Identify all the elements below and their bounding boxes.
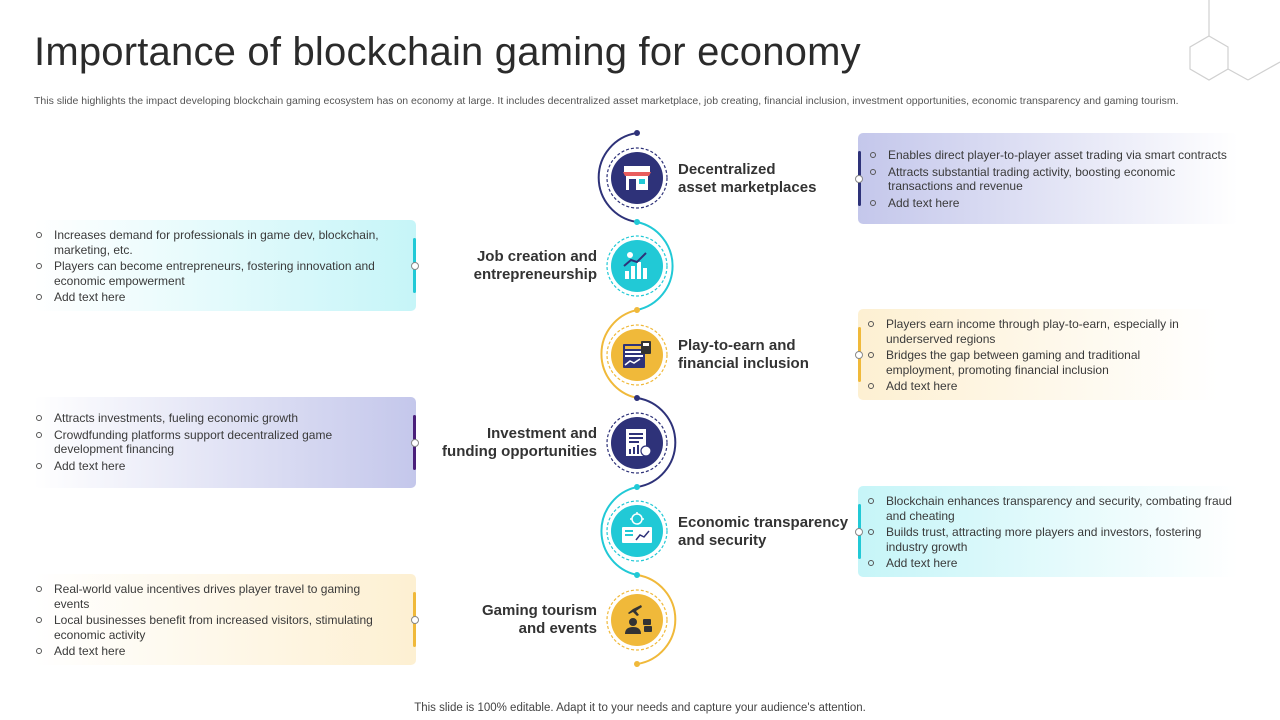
list-item: Add text here bbox=[34, 290, 392, 305]
list-item: Blockchain enhances transparency and sec… bbox=[866, 494, 1234, 523]
list-item: Attracts investments, fueling economic g… bbox=[34, 411, 392, 426]
spine-dot bbox=[634, 572, 640, 578]
detail-box-job-creation: Increases demand for professionals in ga… bbox=[34, 220, 419, 311]
investment-report-icon bbox=[606, 412, 668, 474]
spine-arc-5 bbox=[600, 486, 638, 576]
spine-dot bbox=[634, 219, 640, 225]
spine-arc-3 bbox=[600, 309, 638, 399]
detail-box-investment-funding: Attracts investments, fueling economic g… bbox=[34, 397, 419, 488]
travel-person-icon bbox=[606, 589, 668, 651]
financial-calculator-icon bbox=[606, 324, 668, 386]
list-item: Increases demand for professionals in ga… bbox=[34, 228, 392, 257]
list-item: Crowdfunding platforms support decentral… bbox=[34, 428, 392, 457]
list-item: Add text here bbox=[34, 459, 392, 474]
connector-dot bbox=[855, 174, 863, 183]
store-icon bbox=[606, 147, 668, 209]
bullet-list: Real-world value incentives drives playe… bbox=[34, 582, 392, 659]
footer-note: This slide is 100% editable. Adapt it to… bbox=[414, 702, 866, 714]
detail-box-play-to-earn: Players earn income through play-to-earn… bbox=[855, 309, 1218, 400]
bullet-list: Players earn income through play-to-earn… bbox=[866, 317, 1208, 394]
bullet-list: Attracts investments, fueling economic g… bbox=[34, 411, 392, 473]
spine-dot bbox=[634, 484, 640, 490]
growth-chart-icon bbox=[606, 235, 668, 297]
node-economic-transparency bbox=[606, 500, 668, 562]
node-decentralized-marketplaces bbox=[606, 147, 668, 209]
list-item: Builds trust, attracting more players an… bbox=[866, 525, 1234, 554]
list-item: Enables direct player-to-player asset tr… bbox=[868, 148, 1228, 163]
connector-dot bbox=[411, 261, 419, 270]
list-item: Players can become entrepreneurs, foster… bbox=[34, 259, 392, 288]
list-item: Add text here bbox=[866, 556, 1234, 571]
bullet-list: Enables direct player-to-player asset tr… bbox=[868, 148, 1228, 210]
list-item: Bridges the gap between gaming and tradi… bbox=[866, 348, 1208, 377]
node-job-creation bbox=[606, 235, 668, 297]
detail-box-gaming-tourism: Real-world value incentives drives playe… bbox=[34, 574, 419, 665]
hexagon-decoration-icon bbox=[1189, 0, 1280, 81]
spine-arc-4 bbox=[636, 397, 677, 488]
list-item: Real-world value incentives drives playe… bbox=[34, 582, 392, 611]
spine-arc-1 bbox=[597, 132, 638, 223]
list-item: Add text here bbox=[34, 644, 392, 659]
spine-arc-6 bbox=[636, 574, 677, 665]
connector-dot bbox=[855, 350, 863, 359]
detail-box-decentralized-marketplaces: Enables direct player-to-player asset tr… bbox=[855, 133, 1238, 224]
spine-dot bbox=[634, 130, 640, 136]
secure-dashboard-icon bbox=[606, 500, 668, 562]
node-investment-funding bbox=[606, 412, 668, 474]
spine-dot bbox=[634, 661, 640, 667]
list-item: Add text here bbox=[866, 379, 1208, 394]
page-title: Importance of blockchain gaming for econ… bbox=[34, 30, 861, 74]
node-gaming-tourism bbox=[606, 589, 668, 651]
list-item: Attracts substantial trading activity, b… bbox=[868, 165, 1228, 194]
bullet-list: Increases demand for professionals in ga… bbox=[34, 228, 392, 305]
connector-dot bbox=[411, 615, 419, 624]
spine-dot bbox=[634, 307, 640, 313]
list-item: Add text here bbox=[868, 196, 1228, 211]
connector-dot bbox=[411, 438, 419, 447]
list-item: Players earn income through play-to-earn… bbox=[866, 317, 1208, 346]
spine-arc-2 bbox=[636, 221, 674, 311]
connector-dot bbox=[855, 527, 863, 536]
bullet-list: Blockchain enhances transparency and sec… bbox=[866, 494, 1234, 571]
spine-dot bbox=[634, 395, 640, 401]
detail-box-economic-transparency: Blockchain enhances transparency and sec… bbox=[855, 486, 1238, 577]
node-play-to-earn bbox=[606, 324, 668, 386]
page-subtitle: This slide highlights the impact develop… bbox=[34, 95, 1179, 107]
list-item: Local businesses benefit from increased … bbox=[34, 613, 392, 642]
